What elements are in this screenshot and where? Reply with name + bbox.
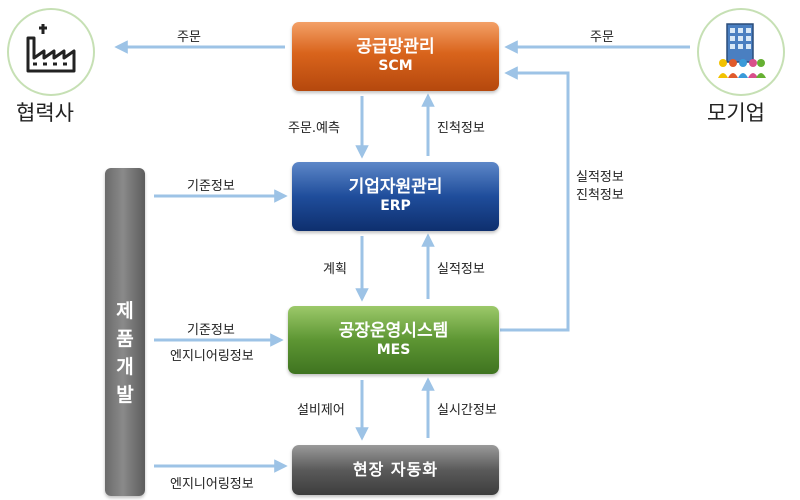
label-scm-to-supplier: 주문 <box>177 30 201 45</box>
product-development-char: 제 <box>116 300 134 322</box>
label-scm-to-erp: 주문.예측 <box>288 121 340 136</box>
label-mes-to-erp: 실적정보 <box>437 262 485 277</box>
product-development-bar: 제 품 개 발 <box>105 168 145 496</box>
scm-subtitle: SCM <box>378 58 413 75</box>
label-erp-to-mes: 계획 <box>323 262 347 277</box>
label-erp-to-scm: 진척정보 <box>437 121 485 136</box>
label-mes-to-parent-1: 실적정보 <box>576 170 624 185</box>
field-automation-title: 현장 자동화 <box>352 460 439 479</box>
label-pd-to-erp: 기준정보 <box>187 179 235 194</box>
label-pd-to-automation: 엔지니어링정보 <box>170 477 254 492</box>
scm-box: 공급망관리 SCM <box>292 22 499 91</box>
label-automation-to-mes: 실시간정보 <box>437 403 497 418</box>
erp-subtitle: ERP <box>380 198 411 215</box>
label-parent-to-scm: 주문 <box>590 30 614 45</box>
mes-subtitle: MES <box>376 341 411 358</box>
product-development-char: 발 <box>116 384 134 406</box>
product-development-char: 품 <box>116 328 134 350</box>
label-mes-to-parent-2: 진척정보 <box>576 188 624 203</box>
field-automation-box: 현장 자동화 <box>292 445 499 495</box>
parent-company-label: 모기업 <box>707 101 765 125</box>
factory-icon <box>7 8 95 96</box>
erp-box: 기업자원관리 ERP <box>292 162 499 231</box>
mes-box: 공장운영시스템 MES <box>288 306 499 374</box>
label-pd-to-mes-2: 엔지니어링정보 <box>170 349 254 364</box>
scm-title: 공급망관리 <box>356 37 435 58</box>
product-development-char: 개 <box>116 356 134 378</box>
label-mes-to-automation: 설비제어 <box>297 403 345 418</box>
erp-title: 기업자원관리 <box>348 177 443 198</box>
arrow-mes-to-parent <box>500 66 570 332</box>
corporate-building-icon <box>697 8 785 96</box>
mes-title: 공장운영시스템 <box>338 320 449 341</box>
supplier-label: 협력사 <box>16 101 74 125</box>
label-pd-to-mes-1: 기준정보 <box>187 323 235 338</box>
